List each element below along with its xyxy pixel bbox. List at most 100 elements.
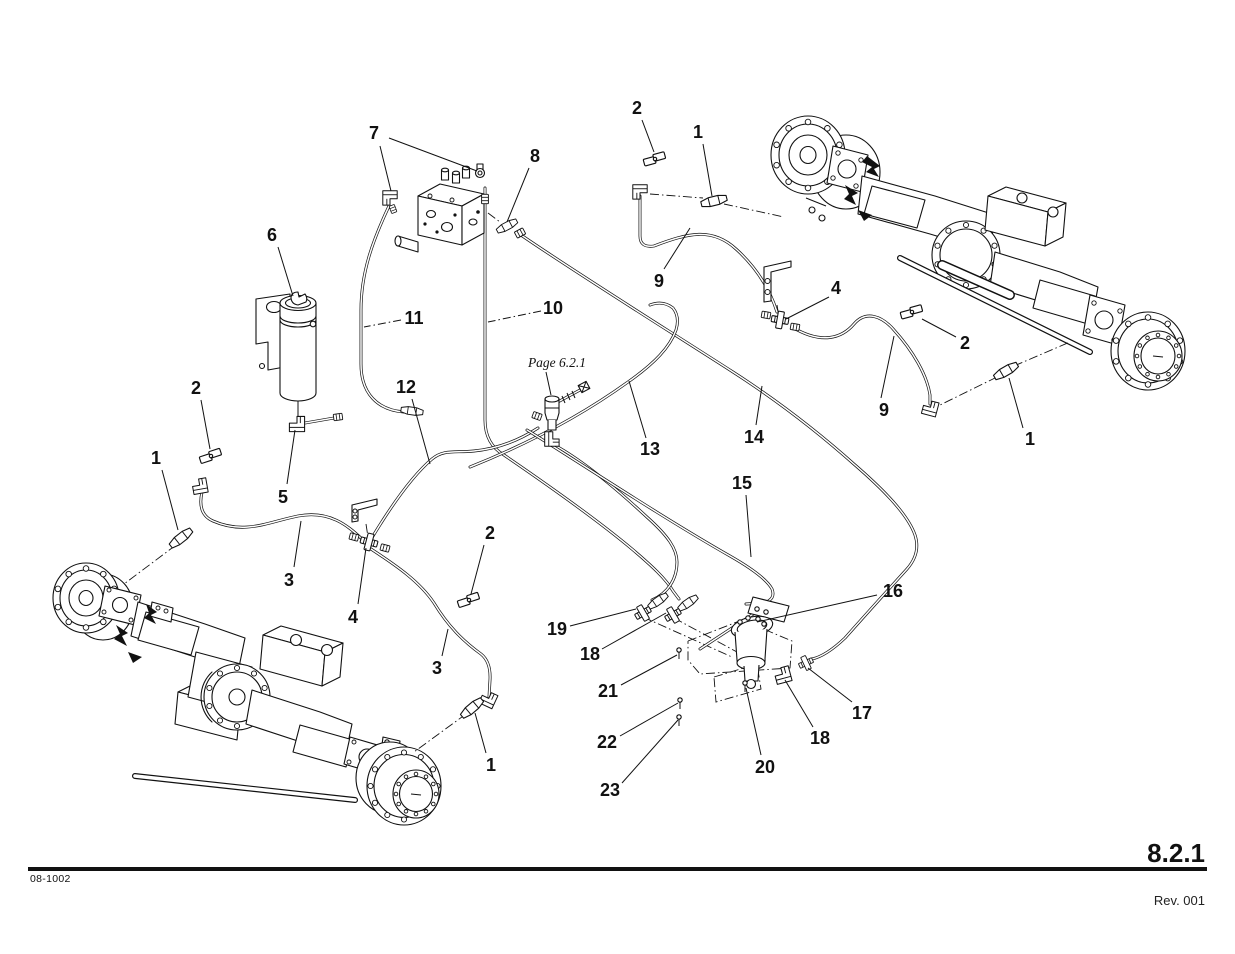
callout-leader: [921, 318, 957, 338]
callout-17: 17: [852, 703, 872, 723]
callout-10: 10: [543, 298, 563, 318]
fitting-19-line: [646, 591, 670, 611]
elbow-5: [288, 415, 306, 433]
fitting-1: [458, 695, 486, 721]
bracket-rear: [351, 498, 378, 523]
callout-6: 6: [267, 225, 277, 245]
callout-7: 7: [369, 123, 379, 143]
callout-leader: [379, 145, 392, 192]
callout-2: 2: [632, 98, 642, 118]
page-reference: Page 6.2.1: [527, 355, 586, 370]
callout-leader: [755, 385, 763, 426]
hose-10: [483, 186, 681, 601]
clamp-2: [642, 151, 667, 167]
callout-leader: [785, 296, 830, 320]
callout-leader: [293, 520, 302, 568]
callout-leader: [569, 608, 637, 627]
callout-22: 22: [597, 732, 617, 752]
callout-8: 8: [530, 146, 540, 166]
callout-14: 14: [744, 427, 764, 447]
bracket-front: [763, 260, 792, 303]
accumulator-clamp: [290, 291, 308, 306]
callout-leader: [470, 544, 485, 595]
callout-leader: [745, 687, 762, 756]
callout-leader: [745, 494, 752, 558]
tee-4-rear: [358, 531, 380, 553]
fitting-11-end: [400, 405, 424, 417]
elbow-fitting: [382, 190, 398, 206]
callout-1: 1: [1025, 429, 1035, 449]
direction-arrow-icon: [858, 210, 872, 221]
rear-axle-assembly: [52, 562, 442, 826]
fitting-18-line: [676, 593, 700, 613]
fitting-1: [167, 525, 195, 551]
callout-2: 2: [191, 378, 201, 398]
callout-3: 3: [284, 570, 294, 590]
callout-5: 5: [278, 487, 288, 507]
callout-2: 2: [485, 523, 495, 543]
callout-leader: [880, 335, 895, 399]
valve-block: [394, 163, 489, 253]
callout-18: 18: [580, 644, 600, 664]
callout-leader: [601, 612, 667, 650]
clamp-2: [197, 447, 223, 465]
fitting-17: [795, 652, 817, 674]
front-axle-assembly: [770, 115, 1186, 391]
callout-leader: [619, 702, 679, 737]
bleeder-tee-valve: [531, 380, 591, 447]
callout-leader: [411, 398, 431, 465]
callout-11: 11: [404, 308, 423, 328]
doc-number: 08-1002: [30, 873, 71, 885]
callout-leader: [388, 137, 478, 172]
callout-16: 16: [883, 581, 903, 601]
callout-12: 12: [396, 377, 416, 397]
callout-leader: [663, 227, 691, 270]
callout-leader: [487, 310, 542, 323]
direction-arrow-icon: [862, 156, 880, 177]
callout-leader: [621, 719, 679, 784]
clamp-2: [899, 304, 924, 320]
callout-1: 1: [693, 122, 703, 142]
callout-leader: [357, 547, 367, 605]
callout-1: 1: [486, 755, 496, 775]
callout-4: 4: [348, 607, 358, 627]
callout-leader: [363, 319, 402, 328]
elbow-3a: [191, 477, 209, 495]
callout-9: 9: [879, 400, 889, 420]
callout-leader: [286, 429, 296, 485]
elbow-9-top: [632, 184, 648, 200]
phantom-lines: [123, 193, 1071, 753]
callout-leader: [545, 371, 552, 396]
page-number: 8.2.1: [1147, 838, 1205, 868]
callout-2: 2: [960, 333, 970, 353]
hose-14: [519, 233, 919, 661]
callout-leader: [641, 119, 655, 153]
fitting-1: [699, 192, 729, 210]
callout-21: 21: [598, 681, 618, 701]
callout-3: 3: [432, 658, 442, 678]
callout-4: 4: [831, 278, 841, 298]
callout-leader: [1008, 377, 1024, 429]
bolt-21: [676, 647, 682, 660]
callout-1: 1: [151, 448, 161, 468]
fittings: [167, 151, 1021, 727]
callout-leader: [441, 628, 449, 657]
callout-20: 20: [755, 757, 775, 777]
callout-leader: [506, 167, 530, 223]
callout-19: 19: [547, 619, 567, 639]
hose-12: [371, 426, 540, 538]
callout-leader: [807, 667, 853, 703]
callout-leader: [702, 143, 713, 197]
direction-arrow-icon: [144, 604, 157, 624]
direction-arrow-icon: [114, 625, 128, 646]
callout-leader: [620, 654, 678, 686]
callout-leader: [628, 380, 647, 439]
callout-18: 18: [810, 728, 830, 748]
direction-arrow-icon: [128, 652, 142, 663]
hose-tee-drop: [554, 444, 679, 602]
callout-leader: [784, 679, 814, 728]
hose-9-rear: [790, 314, 932, 406]
